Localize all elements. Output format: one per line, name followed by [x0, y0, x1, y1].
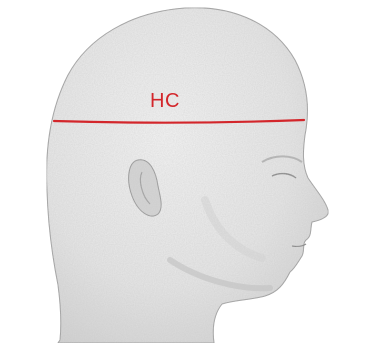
head-circumference-label: HC — [150, 90, 180, 112]
